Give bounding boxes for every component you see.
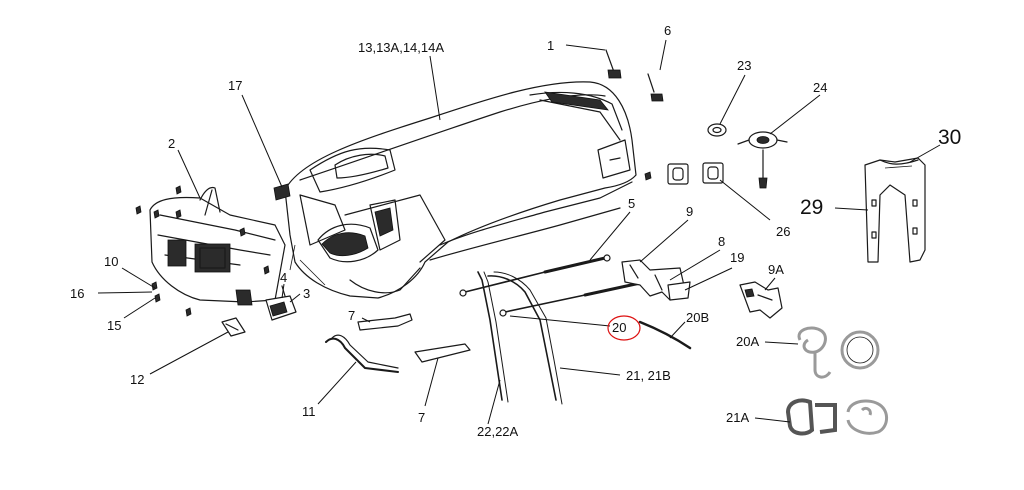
part-8-9-bracket xyxy=(621,259,691,301)
label-1: 1 xyxy=(547,38,554,53)
label-12: 12 xyxy=(130,372,144,387)
part-26 xyxy=(667,162,724,185)
part-11 xyxy=(325,334,399,373)
part-23 xyxy=(707,123,727,137)
label-8: 8 xyxy=(718,234,725,249)
label-3: 3 xyxy=(303,286,310,301)
label-20a: 20A xyxy=(736,334,759,349)
label-10: 10 xyxy=(104,254,118,269)
part-17 xyxy=(273,183,291,201)
label-21a: 21A xyxy=(726,410,749,425)
part-21a-seal xyxy=(785,398,888,436)
label-20b: 20B xyxy=(686,310,709,325)
label-24: 24 xyxy=(813,80,827,95)
label-20: 20 xyxy=(612,320,626,335)
part-1-bolt xyxy=(605,49,622,79)
leader-lines xyxy=(97,39,941,425)
part-5-strut xyxy=(459,254,611,297)
part-21-22-frame xyxy=(477,271,563,405)
hood-part xyxy=(284,81,637,299)
label-17: 17 xyxy=(228,78,242,93)
label-9: 9 xyxy=(686,204,693,219)
label-23: 23 xyxy=(737,58,751,73)
grille-part xyxy=(149,186,286,306)
part-12 xyxy=(221,317,246,337)
label-4: 4 xyxy=(280,270,287,285)
label-9a: 9A xyxy=(768,262,784,277)
label-21: 21, 21B xyxy=(626,368,671,383)
part-7-top xyxy=(357,313,413,331)
part-24 xyxy=(737,131,788,189)
label-5: 5 xyxy=(628,196,635,211)
label-hood: 13,13A,14,14A xyxy=(358,40,444,55)
part-20b-rod xyxy=(638,320,692,350)
part-20a-seal xyxy=(797,326,880,379)
label-11: 11 xyxy=(302,404,316,419)
label-7-bottom: 7 xyxy=(418,410,425,425)
label-29: 29 xyxy=(800,196,823,219)
part-9a-bracket xyxy=(739,281,783,319)
label-16: 16 xyxy=(70,286,84,301)
label-6: 6 xyxy=(664,23,671,38)
latch-part xyxy=(265,285,297,321)
part-29-30 xyxy=(864,157,926,263)
label-22: 22,22A xyxy=(477,424,519,439)
label-7-top: 7 xyxy=(348,308,355,323)
label-15: 15 xyxy=(107,318,121,333)
label-19: 19 xyxy=(730,250,744,265)
highlight-circle xyxy=(607,315,641,341)
label-26: 26 xyxy=(776,224,790,239)
label-2: 2 xyxy=(168,136,175,151)
fasteners xyxy=(135,171,652,317)
part-7-bottom xyxy=(414,343,471,363)
part-19-strut xyxy=(499,280,647,317)
label-30: 30 xyxy=(938,126,961,149)
part-6-bolt xyxy=(647,73,664,102)
part-labels: 13,13A,14,14A 1 6 23 24 30 29 17 2 5 9 8… xyxy=(70,23,961,439)
